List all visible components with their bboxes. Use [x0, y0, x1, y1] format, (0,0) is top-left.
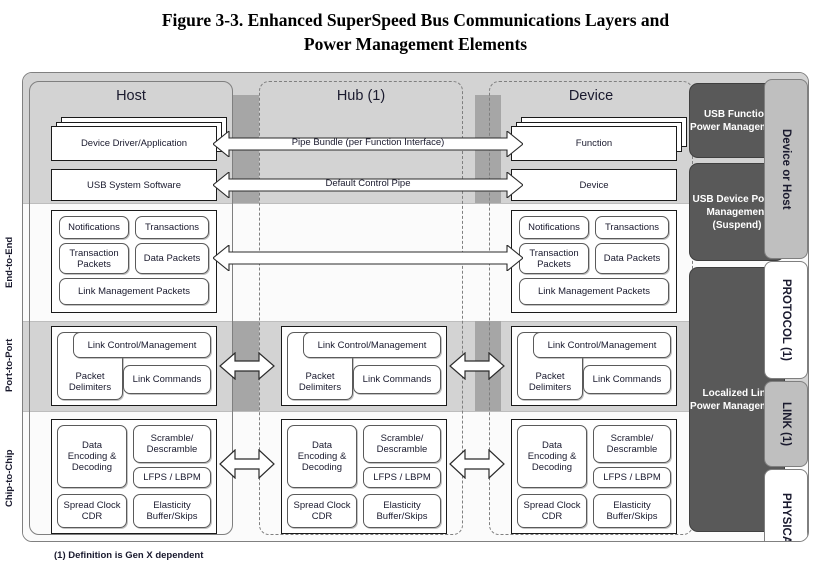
host-spread-clock-cdr[interactable]: Spread Clock CDR	[57, 494, 127, 528]
arrow-label-default-control-pipe: Default Control Pipe	[325, 178, 411, 189]
device-transactions[interactable]: Transactions	[595, 216, 669, 239]
device-lfps-lbpm[interactable]: LFPS / LBPM	[593, 467, 671, 488]
host-data-encoding-decoding[interactable]: Data Encoding & Decoding	[57, 425, 127, 488]
figure-title: Figure 3-3. Enhanced SuperSpeed Bus Comm…	[0, 0, 831, 56]
device-data-packets[interactable]: Data Packets	[595, 243, 669, 274]
column-header-host: Host	[116, 88, 146, 104]
left-label-port-to-port: Port-to-Port	[4, 338, 15, 392]
column-hub[interactable]: Hub (1)	[259, 81, 463, 535]
device-link-commands[interactable]: Link Commands	[583, 365, 671, 394]
figure-title-line2: Power Management Elements	[303, 34, 528, 54]
hub-elasticity-buffer-skips[interactable]: Elasticity Buffer/Skips	[363, 494, 441, 528]
right-label-physical: PHYSICAL (1)	[764, 469, 808, 542]
arrow-physical-hub-device	[449, 449, 505, 479]
right-label-protocol: PROTOCOL (1)	[764, 261, 808, 379]
right-label-device-or-host: Device or Host	[764, 79, 808, 259]
host-notifications[interactable]: Notifications	[59, 216, 129, 239]
column-host[interactable]: Host	[29, 81, 233, 535]
hub-lfps-lbpm[interactable]: LFPS / LBPM	[363, 467, 441, 488]
column-header-device: Device	[568, 88, 614, 104]
band-separator-1	[23, 203, 808, 204]
device-data-encoding-decoding[interactable]: Data Encoding & Decoding	[517, 425, 587, 488]
host-transactions[interactable]: Transactions	[135, 216, 209, 239]
left-label-end-to-end: End-to-End	[4, 236, 15, 288]
host-scramble-descramble[interactable]: Scramble/ Descramble	[133, 425, 211, 463]
arrow-default-control-pipe	[213, 172, 523, 198]
device-elasticity-buffer-skips[interactable]: Elasticity Buffer/Skips	[593, 494, 671, 528]
host-device-driver-application[interactable]: Device Driver/Application	[51, 126, 217, 161]
hub-data-encoding-decoding[interactable]: Data Encoding & Decoding	[287, 425, 357, 488]
diagram-frame: Host Device Driver/Application USB Syste…	[22, 72, 809, 542]
hub-spread-clock-cdr[interactable]: Spread Clock CDR	[287, 494, 357, 528]
host-elasticity-buffer-skips[interactable]: Elasticity Buffer/Skips	[133, 494, 211, 528]
right-label-protocol-text: PROTOCOL (1)	[780, 279, 792, 361]
device-scramble-descramble[interactable]: Scramble/ Descramble	[593, 425, 671, 463]
figure-title-line1: Figure 3-3. Enhanced SuperSpeed Bus Comm…	[161, 10, 670, 30]
arrow-link-hub-device	[449, 352, 505, 380]
hub-link-commands[interactable]: Link Commands	[353, 365, 441, 394]
device-spread-clock-cdr[interactable]: Spread Clock CDR	[517, 494, 587, 528]
left-label-chip-to-chip: Chip-to-Chip	[4, 449, 15, 507]
host-usb-system-software[interactable]: USB System Software	[51, 169, 217, 201]
device-link-management-packets[interactable]: Link Management Packets	[519, 278, 669, 305]
host-data-packets[interactable]: Data Packets	[135, 243, 209, 274]
figure-footnote: (1) Definition is Gen X dependent	[54, 550, 204, 561]
host-lfps-lbpm[interactable]: LFPS / LBPM	[133, 467, 211, 488]
arrow-physical-host-hub	[219, 449, 275, 479]
arrow-link-host-hub	[219, 352, 275, 380]
hub-link-control-management[interactable]: Link Control/Management	[303, 332, 441, 358]
column-header-hub: Hub (1)	[336, 88, 386, 104]
band-separator-3	[23, 411, 808, 412]
hub-scramble-descramble[interactable]: Scramble/ Descramble	[363, 425, 441, 463]
right-label-device-or-host-text: Device or Host	[780, 128, 792, 210]
host-transaction-packets[interactable]: Transaction Packets	[59, 243, 129, 274]
right-label-link: LINK (1)	[764, 381, 808, 467]
arrow-pipe-bundle	[213, 131, 523, 157]
host-link-management-packets[interactable]: Link Management Packets	[59, 278, 209, 305]
arrow-label-pipe-bundle: Pipe Bundle (per Function Interface)	[291, 137, 445, 148]
device-device[interactable]: Device	[511, 169, 677, 201]
host-link-commands[interactable]: Link Commands	[123, 365, 211, 394]
right-label-link-text: LINK (1)	[780, 401, 792, 447]
device-function[interactable]: Function	[511, 126, 677, 161]
device-link-control-management[interactable]: Link Control/Management	[533, 332, 671, 358]
device-notifications[interactable]: Notifications	[519, 216, 589, 239]
host-link-control-management[interactable]: Link Control/Management	[73, 332, 211, 358]
arrow-end-to-end-protocol	[213, 245, 523, 271]
device-transaction-packets[interactable]: Transaction Packets	[519, 243, 589, 274]
band-separator-2	[23, 321, 808, 322]
right-label-physical-text: PHYSICAL (1)	[780, 493, 792, 542]
